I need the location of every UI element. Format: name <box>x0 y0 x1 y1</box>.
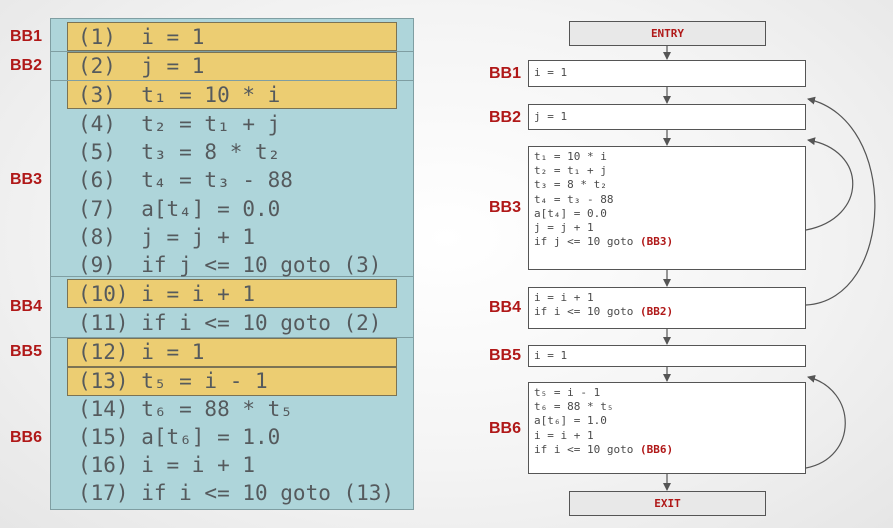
code-line-13: (13) t₅ = i - 1 <box>78 369 268 393</box>
cfg-label-bb1: BB1 <box>489 65 522 82</box>
cfg-bb6-line: t₆ = 88 * t₅ <box>534 400 614 414</box>
cfg-bb3-line: t₁ = 10 * i <box>534 150 607 163</box>
code-line-14: (14) t₆ = 88 * t₅ <box>78 397 293 421</box>
code-line-15: (15) a[t₆] = 1.0 <box>78 425 281 449</box>
cfg-exit-node: EXIT <box>569 491 766 516</box>
cfg-bb6-branch-target: (BB6) <box>639 442 674 456</box>
cfg-block-bb5: i = 1 <box>528 345 806 367</box>
cfg-bb6-branch-line: if i <= 10 goto (BB6) <box>534 443 800 457</box>
listing-label-bb5: BB5 <box>10 343 43 360</box>
cfg-label-bb3: BB3 <box>489 199 522 216</box>
cfg-label-bb4: BB4 <box>489 299 522 316</box>
block-separator <box>50 80 414 81</box>
cfg-label-bb2: BB2 <box>489 109 522 126</box>
cfg-bb4-branch-text: if i <= 10 goto <box>534 305 640 319</box>
code-line-12: (12) i = 1 <box>78 340 205 364</box>
code-line-8: (8) j = j + 1 <box>78 225 256 249</box>
edge-back-bb3-bb3 <box>805 137 854 231</box>
code-line-1: (1) i = 1 <box>78 25 205 49</box>
leader-highlight-10 <box>67 279 397 308</box>
cfg-bb6-line: a[t₆] = 1.0 <box>534 414 607 428</box>
code-line-7: (7) a[t₄] = 0.0 <box>78 197 281 221</box>
cfg-bb6-line: i = i + 1 <box>534 428 594 442</box>
leader-highlight-1 <box>67 22 397 51</box>
cfg-block-bb1: i = 1 <box>528 60 806 87</box>
edge-back-bb4-bb2 <box>805 96 876 306</box>
cfg-bb3-line: j = j + 1 <box>534 221 594 235</box>
cfg-bb2-line: j = 1 <box>534 110 568 123</box>
code-line-2: (2) j = 1 <box>78 54 205 78</box>
cfg-block-bb4: i = i + 1 if i <= 10 goto (BB2) <box>528 287 806 329</box>
code-line-10: (10) i = i + 1 <box>78 282 256 306</box>
cfg-bb4-branch-target: (BB2) <box>639 305 674 319</box>
cfg-bb3-line: t₃ = 8 * t₂ <box>534 178 607 192</box>
block-separator <box>50 276 414 277</box>
cfg-bb6-line: t₅ = i - 1 <box>534 386 601 399</box>
cfg-label-bb5: BB5 <box>489 347 522 364</box>
leader-highlight-12 <box>67 338 397 367</box>
cfg-block-bb6: t₅ = i - 1 t₆ = 88 * t₅ a[t₆] = 1.0 i = … <box>528 382 806 474</box>
block-separator <box>50 51 414 52</box>
code-line-5: (5) t₃ = 8 * t₂ <box>78 140 281 164</box>
listing-label-bb2: BB2 <box>10 57 43 74</box>
edge-back-bb6-bb6 <box>805 374 846 469</box>
code-line-3: (3) t₁ = 10 * i <box>78 83 281 107</box>
code-line-4: (4) t₂ = t₁ + j <box>78 112 281 136</box>
code-line-9: (9) if j <= 10 goto (3) <box>78 253 382 277</box>
cfg-bb1-line: i = 1 <box>534 66 568 79</box>
code-line-17: (17) if i <= 10 goto (13) <box>78 481 395 505</box>
listing-label-bb6: BB6 <box>10 429 43 446</box>
cfg-bb6-branch-text: if i <= 10 goto <box>534 442 640 456</box>
cfg-bb4-line: i = i + 1 <box>534 291 594 304</box>
cfg-block-bb3: t₁ = 10 * i t₂ = t₁ + j t₃ = 8 * t₂ t₄ =… <box>528 146 806 270</box>
cfg-bb4-branch-line: if i <= 10 goto (BB2) <box>534 305 800 319</box>
cfg-bb3-branch-text: if j <= 10 goto <box>534 235 640 249</box>
cfg-label-bb6: BB6 <box>489 420 522 437</box>
listing-label-bb1: BB1 <box>10 28 43 45</box>
cfg-bb5-line: i = 1 <box>534 349 568 362</box>
listing-label-bb3: BB3 <box>10 171 43 188</box>
code-line-11: (11) if i <= 10 goto (2) <box>78 311 382 335</box>
cfg-bb3-line: t₂ = t₁ + j <box>534 164 607 178</box>
listing-label-bb4: BB4 <box>10 298 43 315</box>
block-separator <box>50 337 414 338</box>
cfg-bb3-line: t₄ = t₃ - 88 <box>534 192 614 206</box>
code-line-16: (16) i = i + 1 <box>78 453 256 477</box>
cfg-bb3-branch-target: (BB3) <box>639 235 674 249</box>
code-line-6: (6) t₄ = t₃ - 88 <box>78 168 293 192</box>
cfg-bb3-branch-line: if j <= 10 goto (BB3) <box>534 235 800 249</box>
cfg-block-bb2: j = 1 <box>528 104 806 130</box>
leader-highlight-13 <box>67 367 397 396</box>
cfg-entry-node: ENTRY <box>569 21 766 46</box>
cfg-bb3-line: a[t₄] = 0.0 <box>534 206 607 220</box>
